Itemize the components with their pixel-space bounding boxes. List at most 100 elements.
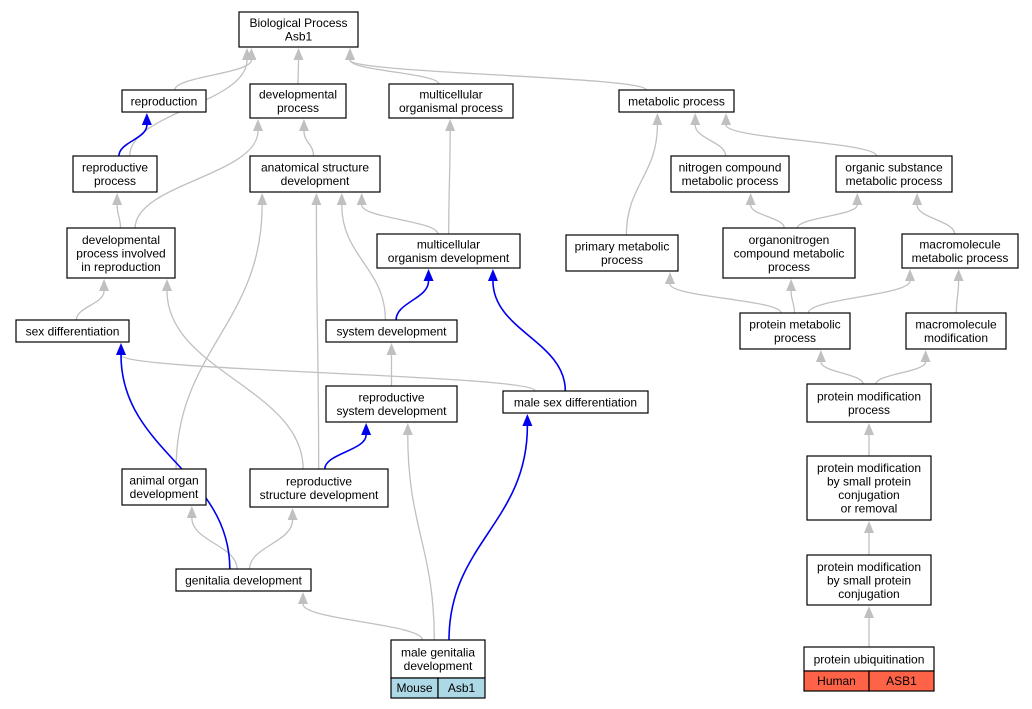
edge-genitalia-development-to-sex-differentiation	[116, 343, 231, 570]
edge-organonitrogen-compound-metabolic-process-to-nitrogen-compound-metabolic-process	[745, 193, 785, 229]
node-label-line: development	[130, 487, 199, 501]
node-label-line: reproductive	[358, 391, 424, 405]
node-box	[390, 639, 486, 679]
node-label-line: multicellular	[419, 88, 482, 102]
node-box	[565, 234, 679, 272]
edge-arrowhead	[920, 350, 931, 362]
edge-arrowhead	[402, 423, 413, 435]
edge-arrowhead	[356, 193, 367, 205]
node-genitalia-development[interactable]: genitalia development	[175, 568, 312, 592]
edge-multicellular-organismal-process-to-root	[345, 48, 440, 85]
node-label-line: or removal	[841, 502, 898, 516]
node-label-line: male sex differentiation	[514, 395, 637, 409]
node-label-line: metabolic process	[846, 174, 943, 188]
node-reproduction[interactable]: reproduction	[121, 89, 207, 113]
node-label-line: reproduction	[131, 94, 198, 108]
node-system-development[interactable]: system development	[325, 319, 458, 343]
node-label-line: anatomical structure	[261, 161, 369, 175]
node-label-line: organonitrogen	[749, 233, 830, 247]
edge-protein-metabolic-process-to-organonitrogen-compound-metabolic-process	[786, 279, 797, 314]
edge-developmental-process-involved-in-reproduction-to-developmental-process	[134, 119, 263, 229]
edge-line	[175, 204, 263, 470]
edge-male-sex-differentiation-to-multicellular-organism-development	[487, 269, 567, 392]
node-label-line: protein modification	[817, 390, 921, 404]
edge-protein-modification-by-small-protein-conjugation-to-protein-modification-by-small-protein-conjugation-or-removal	[864, 521, 874, 555]
node-label-line: organismal process	[399, 101, 503, 115]
node-box	[121, 89, 207, 113]
edge-line	[955, 280, 960, 314]
gene-tag-label: Asb1	[448, 681, 476, 695]
edge-male-genitalia-development-to-genitalia-development	[298, 592, 424, 641]
node-label-line: process	[768, 260, 810, 274]
node-label-line: reproductive	[286, 475, 352, 489]
edge-line	[116, 204, 122, 229]
species-tag-label: Human	[817, 674, 856, 688]
node-metabolic-process[interactable]: metabolic process	[618, 89, 735, 113]
node-label-line: multicellular	[417, 238, 480, 252]
node-label-line: developmental	[259, 88, 337, 102]
node-box	[249, 83, 347, 119]
edge-line	[120, 354, 536, 392]
edge-arrowhead	[905, 269, 915, 281]
node-label-line: animal organ	[129, 474, 198, 488]
edge-line	[303, 130, 315, 157]
node-box	[121, 468, 207, 506]
node-label-line: modification	[924, 331, 988, 345]
node-box	[66, 227, 176, 279]
node-box	[72, 155, 158, 193]
edge-organic-substance-metabolic-process-to-metabolic-process	[721, 113, 878, 157]
node-label-line: sex differentiation	[26, 324, 120, 338]
edge-developmental-process-involved-in-reproduction-to-reproductive-process	[112, 193, 123, 229]
edge-arrowhead	[745, 193, 756, 205]
edge-arrowhead	[242, 48, 252, 60]
edge-macromolecule-modification-to-macromolecule-metabolic-process	[953, 269, 964, 314]
node-sex-differentiation[interactable]: sex differentiation	[15, 319, 130, 343]
edge-animal-organ-development-to-anatomical-structure-development	[175, 193, 268, 470]
edge-male-genitalia-development-to-reproductive-system-development	[402, 423, 435, 641]
node-box	[502, 390, 649, 414]
node-box	[670, 155, 790, 193]
edge-line	[669, 283, 782, 314]
edge-multicellular-organism-development-to-anatomical-structure-development	[356, 193, 439, 235]
node-male-sex-differentiation[interactable]: male sex differentiation	[502, 390, 649, 414]
edge-line	[796, 204, 858, 229]
node-label-line: process involved	[76, 246, 165, 260]
node-label-line: process	[601, 253, 643, 267]
node-label-line: process	[848, 403, 890, 417]
edge-arrowhead	[116, 343, 126, 355]
edge-arrowhead	[345, 48, 355, 60]
edge-developmental-process-to-root	[293, 48, 304, 85]
node-box	[376, 233, 521, 269]
node-box	[618, 89, 735, 113]
edge-organonitrogen-compound-metabolic-process-to-organic-substance-metabolic-process	[796, 193, 863, 229]
edge-macromolecule-metabolic-process-to-organic-substance-metabolic-process	[912, 193, 956, 235]
edge-arrowhead	[336, 193, 347, 205]
edge-line	[361, 204, 439, 235]
edge-line	[916, 204, 956, 235]
edge-line	[448, 130, 451, 235]
edge-arrowhead	[253, 119, 263, 131]
